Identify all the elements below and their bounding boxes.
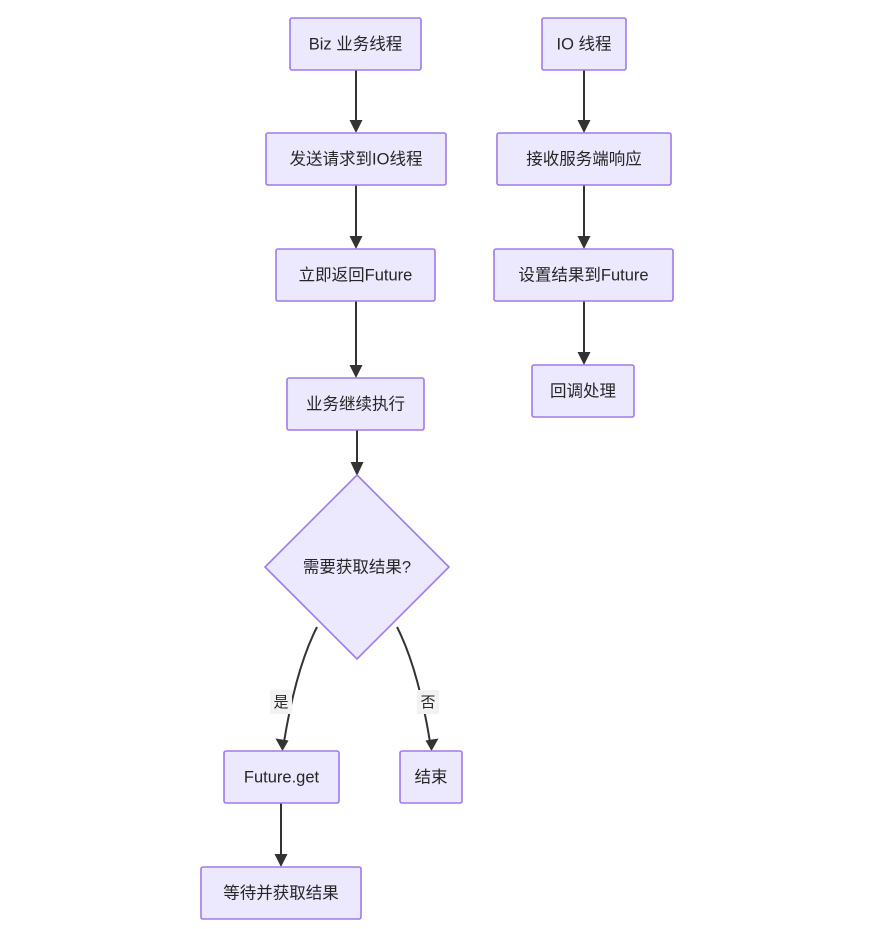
node-recv-response[interactable]: 接收服务端响应 bbox=[496, 132, 672, 186]
node-biz-thread[interactable]: Biz 业务线程 bbox=[289, 17, 422, 71]
node-io-thread-label: IO 线程 bbox=[556, 34, 611, 53]
node-callback[interactable]: 回调处理 bbox=[531, 364, 635, 418]
node-return-future[interactable]: 立即返回Future bbox=[275, 248, 436, 302]
node-return-future-shape[interactable] bbox=[275, 248, 436, 302]
node-set-result-label: 设置结果到Future bbox=[518, 265, 648, 284]
node-biz-continue-label: 业务继续执行 bbox=[306, 394, 405, 413]
edge-io-thread-to-recv-response bbox=[577, 70, 591, 133]
edge-labels-layer: 是 否 bbox=[270, 690, 439, 714]
node-biz-thread-label: Biz 业务线程 bbox=[309, 34, 403, 53]
edge-label-yes: 是 bbox=[270, 690, 292, 714]
node-recv-response-label: 接收服务端响应 bbox=[526, 149, 642, 168]
node-set-result[interactable]: 设置结果到Future bbox=[493, 248, 674, 302]
node-io-thread[interactable]: IO 线程 bbox=[541, 17, 627, 71]
edge-need-result-to-end bbox=[396, 626, 439, 751]
node-callback-label: 回调处理 bbox=[550, 381, 616, 400]
node-send-request[interactable]: 发送请求到IO线程 bbox=[265, 132, 447, 186]
edge-label-no-bg bbox=[417, 690, 439, 714]
node-wait-get-result[interactable]: 等待并获取结果 bbox=[200, 866, 362, 920]
node-set-result-shape[interactable] bbox=[493, 248, 674, 302]
node-end-label: 结束 bbox=[415, 767, 448, 786]
edge-send-request-to-return-future bbox=[349, 185, 363, 249]
node-wait-get-result-label: 等待并获取结果 bbox=[223, 883, 339, 902]
node-io-thread-shape[interactable] bbox=[541, 17, 627, 71]
node-end[interactable]: 结束 bbox=[399, 750, 463, 804]
edge-label-yes-bg bbox=[270, 690, 292, 714]
edge-recv-response-to-set-result bbox=[577, 185, 591, 249]
nodes-layer: Biz 业务线程 IO 线程 发送请求到IO线程 接收服务端响应 立即返回Fut… bbox=[200, 17, 674, 920]
node-callback-shape[interactable] bbox=[531, 364, 635, 418]
edge-biz-continue-to-need-result bbox=[350, 430, 364, 476]
edge-biz-thread-to-send-request bbox=[349, 70, 363, 133]
node-end-shape[interactable] bbox=[399, 750, 463, 804]
node-biz-continue-shape[interactable] bbox=[286, 377, 425, 431]
node-biz-continue[interactable]: 业务继续执行 bbox=[286, 377, 425, 431]
node-future-get-label: Future.get bbox=[244, 768, 320, 786]
node-return-future-label: 立即返回Future bbox=[299, 265, 413, 284]
edge-label-no: 否 bbox=[417, 690, 439, 714]
edge-set-result-to-callback bbox=[577, 301, 591, 365]
edge-label-yes-text: 是 bbox=[273, 694, 288, 711]
node-biz-thread-shape[interactable] bbox=[289, 17, 422, 71]
node-recv-response-shape[interactable] bbox=[496, 132, 672, 186]
node-need-result-shape[interactable] bbox=[263, 473, 451, 661]
edges-layer bbox=[274, 70, 591, 867]
node-need-result-decision[interactable]: 需要获取结果? bbox=[263, 473, 451, 661]
edge-need-result-to-future-get bbox=[275, 626, 318, 751]
edge-label-no-text: 否 bbox=[420, 694, 435, 711]
node-future-get[interactable]: Future.get bbox=[223, 750, 340, 804]
node-send-request-shape[interactable] bbox=[265, 132, 447, 186]
node-need-result-label: 需要获取结果? bbox=[303, 557, 411, 576]
node-future-get-shape[interactable] bbox=[223, 750, 340, 804]
edge-return-future-to-biz-continue bbox=[349, 301, 363, 378]
edge-future-get-to-wait-get-result bbox=[274, 803, 288, 867]
node-send-request-label: 发送请求到IO线程 bbox=[290, 149, 423, 168]
node-wait-get-result-shape[interactable] bbox=[200, 866, 362, 920]
